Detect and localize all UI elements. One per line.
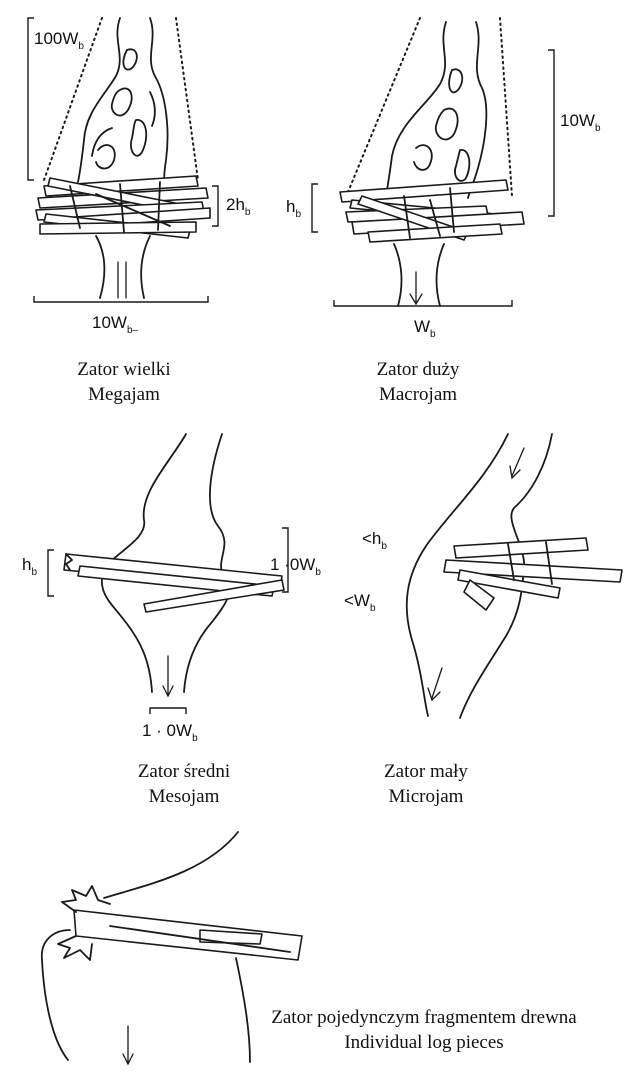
microjam-flow-arrow-upper [510,448,524,478]
macrojam-height-label: 10Wb [560,111,601,134]
mesojam-width-bracket [150,708,186,714]
mesojam-caption-pl: Zator średni [94,759,274,784]
macrojam-width-bracket [334,300,512,306]
macrojam-downstream-right-bank [437,244,444,306]
megajam-downstream-left-bank [96,236,104,298]
megajam-envelope-right [176,18,198,180]
macrojam-width-label: Wb [414,317,436,340]
megajam-width-label: 10Wb– [92,313,139,336]
microjam-flow-arrow-lower [428,668,442,700]
macrojam-caption-pl: Zator duży [328,357,508,382]
individual-caption: Zator pojedynczym fragmentem drewna Indi… [234,1005,614,1055]
microjam-log-pile [444,538,622,610]
mesojam-caption-en: Mesojam [94,784,274,809]
macrojam-upstream-channels [386,22,486,198]
mesojam-log-pile [64,554,284,612]
microjam-panel: <hb <Wb [344,434,622,718]
mesojam-caption: Zator średni Mesojam [94,759,274,809]
macrojam-panel: 10Wb hb Wb [286,18,601,340]
megajam-flow-arrow [118,262,126,298]
individual-log [58,886,302,960]
individual-caption-pl: Zator pojedynczym fragmentem drewna [234,1005,614,1030]
microjam-width-label: <Wb [344,591,376,614]
macrojam-downstream-left-bank [394,244,401,306]
mesojam-panel: hb 1 ·0Wb 1 · 0Wb [22,434,321,744]
macrojam-jam-height-label: hb [286,197,301,220]
megajam-caption: Zator wielki Megajam [44,357,204,407]
macrojam-caption-en: Macrojam [328,382,508,407]
mesojam-width-label: 1 · 0Wb [142,721,198,744]
mesojam-flow-arrow [163,656,173,696]
individual-upper-bank [104,832,238,898]
macrojam-log-pile [340,180,524,242]
macrojam-envelope-left [348,18,420,192]
mesojam-jam-height-label: hb [22,555,37,578]
megajam-jam-bracket [212,186,218,226]
individual-flow-arrow [123,1026,133,1064]
megajam-width-bracket [34,296,208,302]
megajam-log-pile [36,176,210,238]
megajam-jam-height-label: 2hb [226,195,251,218]
megajam-caption-pl: Zator wielki [44,357,204,382]
macrojam-flow-arrow [410,272,422,304]
microjam-caption-pl: Zator mały [346,759,506,784]
microjam-caption: Zator mały Microjam [346,759,506,809]
megajam-panel: 100Wb 2hb 10Wb– [28,18,251,336]
microjam-caption-en: Microjam [346,784,506,809]
mesojam-side-label: 1 ·0Wb [270,555,321,578]
individual-caption-en: Individual log pieces [234,1030,614,1055]
megajam-caption-en: Megajam [44,382,204,407]
macrojam-caption: Zator duży Macrojam [328,357,508,407]
macrojam-jam-bracket [312,184,318,232]
microjam-height-label: <hb [362,529,387,552]
individual-lower-bank [42,930,70,1060]
megajam-height-label: 100Wb [34,29,84,52]
mesojam-jam-bracket [48,550,54,596]
mesojam-right-bank [184,434,229,692]
macrojam-height-bracket [548,50,554,216]
megajam-upstream-channels [78,18,168,184]
macrojam-envelope-right [500,18,512,196]
megajam-downstream-right-bank [141,236,150,298]
